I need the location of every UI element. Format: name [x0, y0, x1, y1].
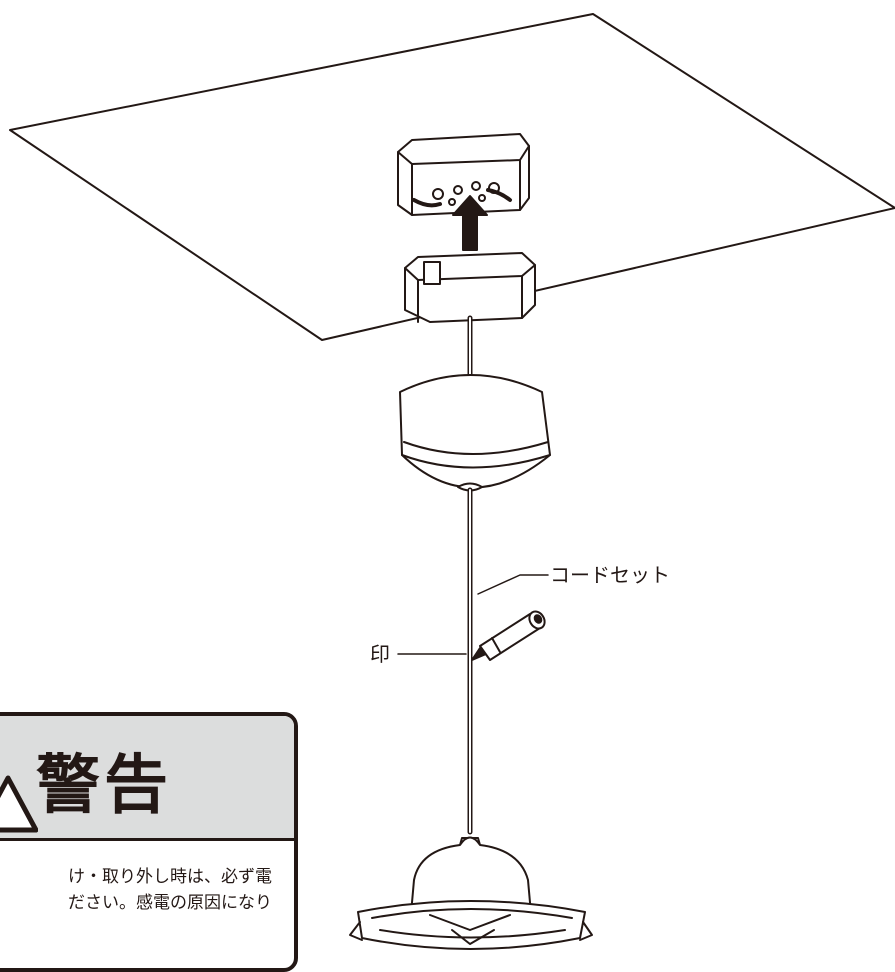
up-arrow-icon	[452, 195, 488, 251]
warning-box: 警告 け・取り外し時は、必ず電 ださい。感電の原因になり	[0, 712, 298, 972]
marker-pen	[471, 610, 546, 661]
warning-title: 警告	[36, 749, 172, 823]
warning-triangle-icon	[0, 775, 38, 833]
lamp-shade	[349, 836, 593, 950]
cord-set-label: コードセット	[550, 563, 670, 587]
warning-text-line1: け・取り外し時は、必ず電	[68, 867, 272, 887]
ceiling-canopy	[399, 374, 551, 492]
warning-header: 警告	[0, 716, 294, 841]
plug-adapter	[404, 252, 536, 323]
ceiling-outlet	[397, 133, 530, 216]
cord-set-leader	[477, 574, 549, 595]
mark-label: 印	[370, 642, 390, 666]
warning-text-line2: ださい。感電の原因になり	[68, 893, 272, 913]
